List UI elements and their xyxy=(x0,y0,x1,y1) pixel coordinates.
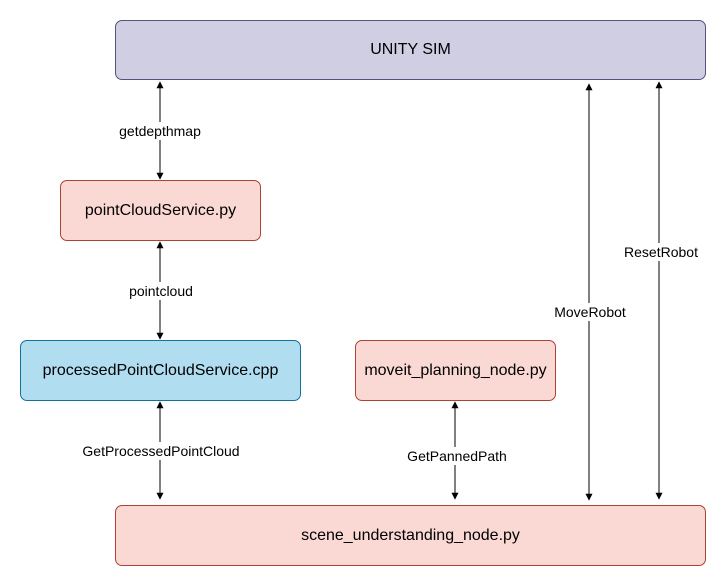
node-point-cloud-service-label: pointCloudService.py xyxy=(84,201,237,219)
node-unity-sim[interactable]: UNITY SIM xyxy=(115,20,706,80)
edge-label-pointcloud: pointcloud xyxy=(127,282,195,300)
edge-label-move-robot: MoveRobot xyxy=(552,303,628,321)
node-scene-understanding-node-label: scene_understanding_node.py xyxy=(301,526,520,544)
edge-label-getdepthmap: getdepthmap xyxy=(117,122,203,140)
node-processed-point-cloud-service[interactable]: processedPointCloudService.cpp xyxy=(20,340,301,401)
node-moveit-planning-node-label: moveit_planning_node.py xyxy=(364,361,547,379)
node-unity-sim-label: UNITY SIM xyxy=(370,41,451,58)
node-moveit-planning-node[interactable]: moveit_planning_node.py xyxy=(355,340,556,401)
node-scene-understanding-node[interactable]: scene_understanding_node.py xyxy=(115,505,706,566)
node-point-cloud-service[interactable]: pointCloudService.py xyxy=(60,180,261,241)
edge-label-reset-robot: ResetRobot xyxy=(622,243,700,261)
edge-label-get-panned-path: GetPannedPath xyxy=(405,447,509,465)
node-processed-point-cloud-service-label: processedPointCloudService.cpp xyxy=(42,361,279,379)
edge-label-get-processed-point-cloud: GetProcessedPointCloud xyxy=(80,442,242,460)
